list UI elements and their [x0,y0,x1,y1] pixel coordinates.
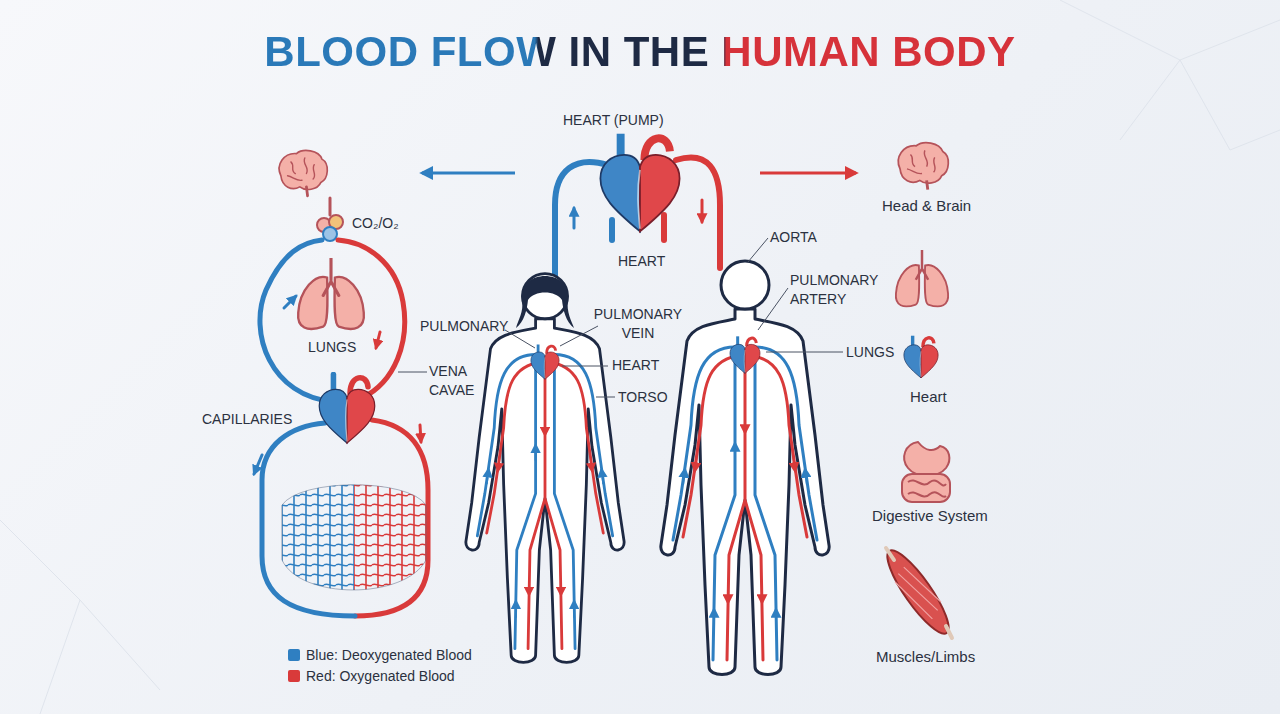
part-label: Head & Brain [882,196,971,215]
part-label: HEART (PUMP) [563,111,664,130]
flow-arrow [760,172,856,175]
part-label: LUNGS [846,343,894,362]
title-row: BLOOD FLOW IN THE HUMAN BODY [0,28,1280,76]
part-label: CO₂/O₂ [352,214,399,233]
circulation-loop [254,151,430,616]
part-label: AORTA [770,228,817,247]
part-label: PULMONARY VEIN [592,305,684,343]
digestive-icon [902,442,950,502]
legend-text: Blue: Deoxygenated Blood [306,647,472,663]
title: BLOOD FLOW IN THE HUMAN BODY [264,28,1015,76]
part-label: VENA CAVAE [429,362,487,400]
part-label: PULMONARY [420,317,508,336]
heart-icon [904,336,938,378]
part-label: LUNGS [308,338,356,357]
legend-swatch [288,670,300,682]
part-label: TORSO [618,388,668,407]
legend-swatch [288,649,300,661]
lungs-icon [896,250,948,306]
part-label: HEART [612,356,659,375]
part-label: CAPILLARIES [202,410,292,429]
legend-row: Red: Oxygenated Blood [288,667,455,686]
legend-text: Red: Oxygenated Blood [306,668,455,684]
hair [516,276,574,328]
flow-arrow [422,172,515,175]
part-label: Heart [910,387,947,406]
part-label: PULMONARY ARTERY [790,271,890,309]
part-label: Digestive System [872,506,988,525]
heart-icon [600,134,679,232]
part-label: HEART [618,252,665,271]
part-label: Muscles/Limbs [876,647,975,666]
muscle-icon [879,544,958,641]
male-figure [661,261,829,675]
brain-icon [898,143,948,190]
legend-row: Blue: Deoxygenated Blood [288,646,472,665]
